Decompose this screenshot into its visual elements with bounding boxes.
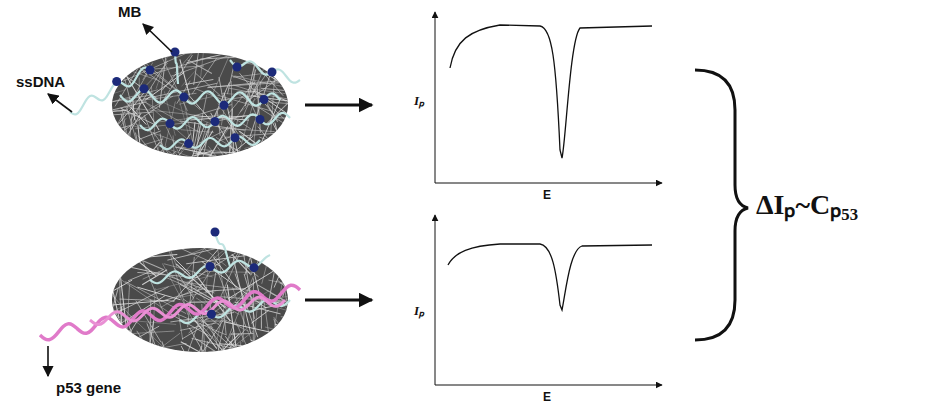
- process-arrow: [305, 299, 372, 302]
- axis-label: E: [543, 189, 551, 202]
- leader-line: [48, 94, 72, 112]
- callout-label: ssDNA: [16, 74, 65, 91]
- callout-label: MB: [118, 4, 141, 21]
- axis-label: E: [543, 391, 551, 404]
- leader-line: [47, 346, 49, 376]
- dna-strands: [40, 48, 300, 340]
- callout-label: p53 gene: [56, 380, 121, 397]
- process-arrow: [305, 104, 372, 107]
- voltammogram-bottom: [435, 215, 662, 385]
- axis-label: Iₚ: [414, 94, 424, 108]
- voltammogram-top: [435, 12, 662, 183]
- bracket: [695, 70, 748, 340]
- electrode-top: [43, 47, 354, 230]
- relation-formula: ΔIₚ~Cₚ₅₃: [756, 190, 858, 221]
- axis-label: Iₚ: [414, 304, 424, 318]
- leader-line: [143, 24, 172, 52]
